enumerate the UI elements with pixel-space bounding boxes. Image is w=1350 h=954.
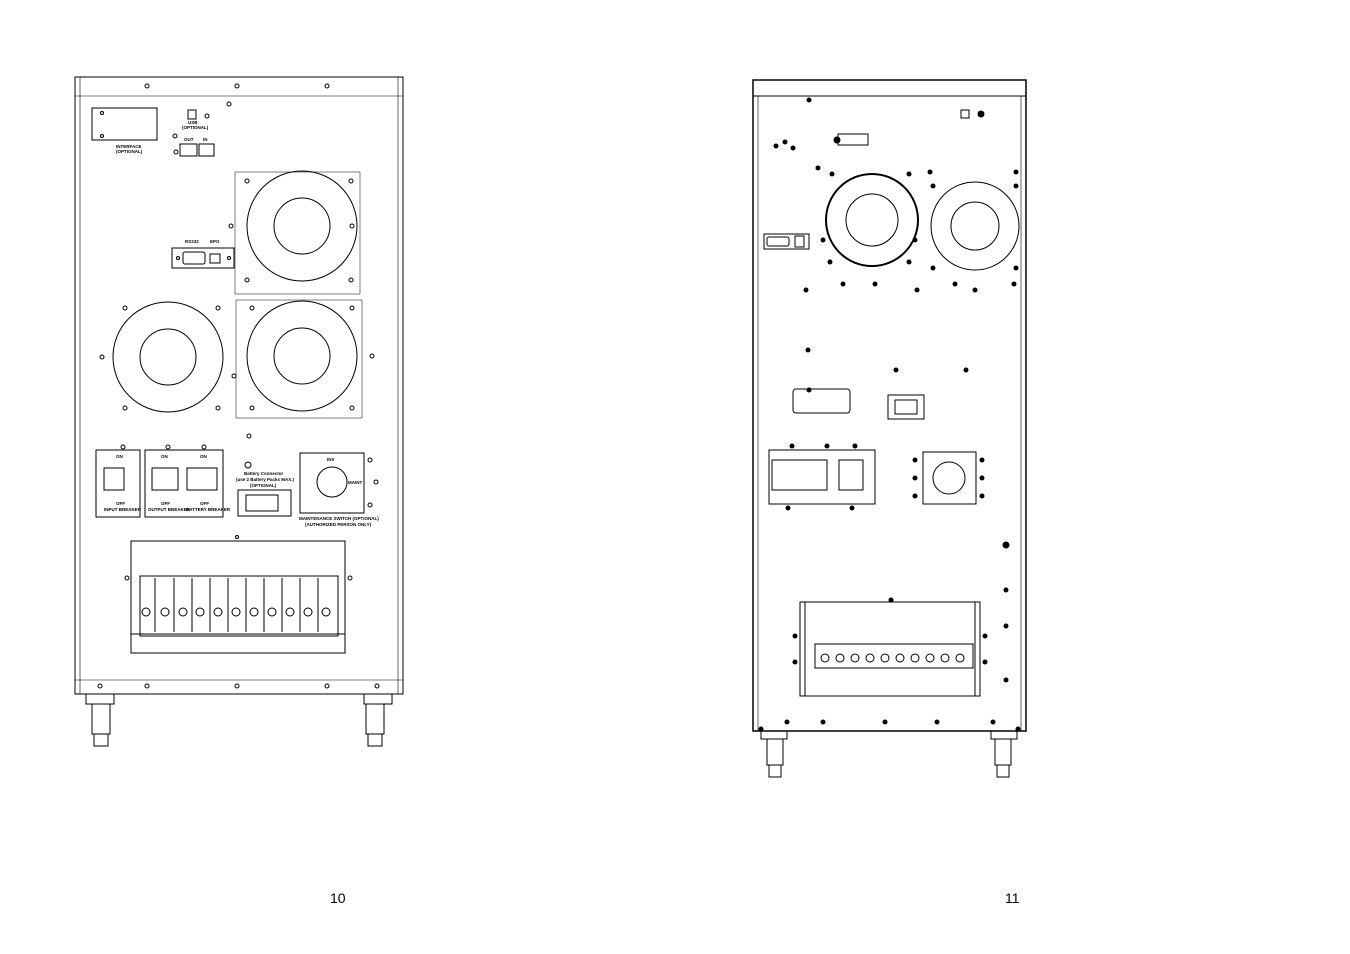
input-breaker: [95, 449, 141, 518]
label-battery-connector-optional: (OPTIONAL): [250, 483, 277, 488]
ups-rear-panel-diagram-right: [752, 79, 1027, 778]
terminal-block-cover: [130, 540, 346, 654]
label-input-on: ON: [116, 454, 123, 459]
label-epo: EPO: [210, 239, 220, 244]
terminal-block: [799, 601, 981, 697]
label-battery-on: ON: [200, 454, 207, 459]
label-interface: INTERFACE: [116, 144, 142, 149]
label-rs232: RS232: [185, 239, 199, 244]
label-output-off: OFF: [161, 501, 170, 506]
page-right: 11: [675, 0, 1350, 954]
battery-connector: [237, 489, 292, 517]
label-output-breaker: OUTPUT BREAKER: [148, 507, 191, 512]
ups-rear-panel-diagram-left: INTERFACE (OPTIONAL) USB (OPTIONAL) OUT …: [74, 76, 404, 747]
label-input-off: OFF: [116, 501, 125, 506]
label-input-breaker: INPUT BREAKER: [104, 507, 142, 512]
maintenance-switch: [922, 451, 977, 505]
rs232-port: [182, 251, 206, 265]
usb-port: [187, 109, 197, 120]
label-battery-breaker: BATTERY BREAKER: [186, 507, 231, 512]
label-switch-inv: INV: [327, 457, 335, 462]
epo-port: [209, 253, 221, 264]
label-usb: USB: [188, 120, 198, 125]
fan-bottom-left: [112, 301, 224, 413]
fan-bottom-right: [246, 300, 358, 412]
fan-top: [246, 170, 358, 282]
label-interface-optional: (OPTIONAL): [116, 149, 143, 154]
output-battery-breakers: [144, 449, 224, 518]
label-maint-authorized: (AUTHORIZED PERSON ONLY): [305, 522, 372, 527]
battery-connector: [887, 394, 925, 420]
label-port-in: IN: [203, 137, 208, 142]
page-left: INTERFACE (OPTIONAL) USB (OPTIONAL) OUT …: [74, 76, 404, 906]
fan-right: [930, 181, 1020, 271]
label-battery-off: OFF: [200, 501, 209, 506]
label-battery-connector: Battery Connector: [244, 471, 284, 476]
rs232-port: [763, 233, 810, 250]
page-number: 10: [330, 890, 346, 906]
label-battery-connector-max: (use 2 Battery Packs MAX.): [236, 477, 295, 482]
label-switch-maint: MAINT: [348, 480, 362, 485]
interface-slot: [91, 107, 158, 141]
cabinet-outline: [74, 76, 404, 695]
breaker-block: [768, 449, 876, 505]
fan-left: [825, 173, 919, 267]
rs232-epo-plate: [171, 247, 235, 269]
label-port-out: OUT: [184, 137, 194, 142]
label-usb-optional: (OPTIONAL): [182, 125, 209, 130]
label-output-on: ON: [161, 454, 168, 459]
interface-slot: [792, 388, 851, 414]
maintenance-switch: [299, 452, 365, 514]
label-maint-switch: MAINTENANCE SWITCH (OPTIONAL): [299, 516, 379, 521]
cabinet-outline: [752, 79, 1027, 732]
page-number: 11: [1005, 890, 1020, 906]
